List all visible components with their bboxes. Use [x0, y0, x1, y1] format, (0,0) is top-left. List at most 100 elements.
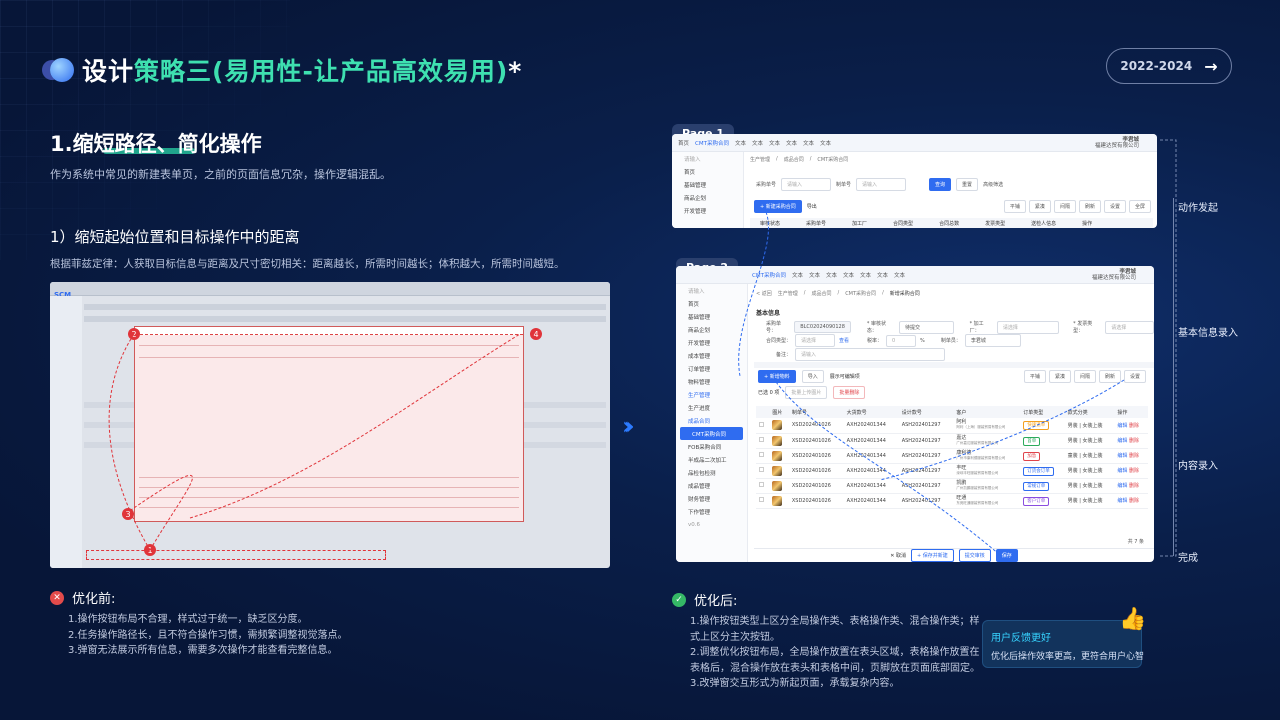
tab-cmt[interactable]: CMT采购合同 [752, 272, 786, 279]
sidebar-item[interactable]: 物料管理 [688, 379, 711, 386]
edit-link[interactable]: 编辑 [1117, 453, 1128, 459]
tab[interactable]: 文本 [769, 140, 781, 147]
cancel-button[interactable]: ✕ 取消 [890, 553, 906, 559]
tab-cmt[interactable]: CMT采购合同 [695, 140, 729, 147]
sidebar-item[interactable]: 开发管理 [684, 208, 707, 215]
advanced-filter-button[interactable]: 高级筛选 [983, 182, 1004, 188]
tab[interactable]: 文本 [734, 140, 746, 147]
edit-link[interactable]: 编辑 [1117, 498, 1128, 504]
invoice-select[interactable]: 请选择 [1105, 320, 1154, 334]
contract-type-select[interactable]: 请选择 [795, 334, 836, 347]
order-no-input[interactable]: 请输入 [781, 178, 832, 191]
delete-link[interactable]: 删除 [1128, 483, 1139, 489]
add-material-button[interactable]: + 新增物料 [758, 370, 796, 383]
tool-refresh[interactable]: 刷新 [1098, 370, 1121, 383]
tool-compact[interactable]: 紧凑 [1028, 200, 1051, 213]
sidebar-item[interactable]: 基础管理 [684, 182, 707, 189]
audit-status-field[interactable]: 待提交 [899, 320, 954, 334]
back-button[interactable]: < 返回 [756, 291, 772, 297]
sidebar-item[interactable]: 基础管理 [688, 314, 711, 321]
tab[interactable]: 文本 [894, 272, 906, 279]
sidebar-item[interactable]: 财务管理 [688, 496, 711, 503]
sidebar-item[interactable]: 生产进度 [688, 405, 711, 412]
tool-gap[interactable]: 间隔 [1073, 370, 1096, 383]
delete-link[interactable]: 删除 [1128, 438, 1139, 444]
tool-refresh[interactable]: 刷新 [1078, 200, 1101, 213]
tool-tile[interactable]: 平铺 [1023, 370, 1046, 383]
sidebar-item[interactable]: 生产管理 [688, 392, 711, 399]
user-name: 李君城 [1119, 268, 1136, 275]
import-button[interactable]: 导入 [801, 370, 824, 383]
path-arrows [108, 333, 521, 551]
tab[interactable]: 文本 [808, 272, 820, 279]
delete-link[interactable]: 删除 [1128, 498, 1139, 504]
query-button[interactable]: 查询 [929, 178, 952, 191]
sidebar-item[interactable]: FOB采购合同 [688, 444, 722, 451]
sidebar-item[interactable]: 成品管理 [688, 483, 711, 490]
batch-delete-button[interactable]: 批量删除 [833, 386, 866, 399]
sidebar-item[interactable]: 商品企划 [688, 327, 711, 334]
row-checkbox[interactable] [756, 418, 770, 434]
tab[interactable]: 文本 [820, 140, 832, 147]
sidebar-search[interactable]: 请输入 [684, 156, 701, 163]
sidebar-item[interactable]: 半成品二次加工 [688, 457, 727, 464]
row-checkbox[interactable] [756, 478, 770, 494]
sidebar-item[interactable]: 首页 [684, 169, 696, 176]
edit-link[interactable]: 编辑 [1117, 483, 1128, 489]
factory-select[interactable]: 请选择 [996, 320, 1060, 334]
batch-upload-button[interactable]: 批量上传图片 [785, 386, 828, 399]
old-sidebar [50, 296, 82, 568]
user-company: 福建达贸有限公司 [1091, 274, 1136, 281]
sidebar-item[interactable]: 下作管理 [688, 509, 711, 516]
tab[interactable]: 文本 [786, 140, 798, 147]
title-bullet-icon [50, 58, 74, 82]
edit-link[interactable]: 编辑 [1117, 422, 1128, 429]
submit-audit-button[interactable]: 提交审核 [958, 549, 991, 562]
delete-link[interactable]: 删除 [1128, 422, 1139, 429]
tool-compact[interactable]: 紧凑 [1048, 370, 1071, 383]
tab[interactable]: 文本 [791, 272, 803, 279]
new-contract-button[interactable]: + 新建采购合同 [754, 200, 802, 213]
row-checkbox[interactable] [756, 493, 770, 509]
sidebar-item[interactable]: 订单管理 [688, 366, 711, 373]
tool-gap[interactable]: 间隔 [1053, 200, 1076, 213]
reset-button[interactable]: 重置 [956, 178, 979, 191]
tab[interactable]: 文本 [877, 272, 889, 279]
sidebar-item-active[interactable]: CMT采购合同 [680, 427, 743, 440]
tax-input[interactable]: 0 [886, 334, 917, 347]
sidebar-item[interactable]: 首页 [688, 301, 700, 308]
view-link[interactable]: 查看 [839, 338, 850, 344]
make-no-input[interactable]: 请输入 [856, 178, 907, 191]
tab[interactable]: 文本 [751, 140, 763, 147]
tab[interactable]: 文本 [803, 140, 815, 147]
sidebar-item[interactable]: 品检包检测 [688, 470, 716, 477]
remark-input[interactable]: 请输入 [795, 348, 946, 361]
tool-settings[interactable]: 设置 [1123, 370, 1146, 383]
tab[interactable]: 文本 [825, 272, 837, 279]
tool-settings[interactable]: 设置 [1103, 200, 1126, 213]
export-button[interactable]: 导出 [806, 204, 817, 210]
row-checkbox[interactable] [756, 448, 770, 464]
delete-link[interactable]: 删除 [1128, 468, 1139, 474]
page1-table-tools: 平铺 紧凑 间隔 刷新 设置 全屏 [1003, 200, 1151, 213]
row-checkbox[interactable] [756, 463, 770, 479]
tab-home[interactable]: 首页 [678, 140, 690, 147]
tab[interactable]: 文本 [843, 272, 855, 279]
sidebar-item[interactable]: 成本管理 [688, 353, 711, 360]
delete-link[interactable]: 删除 [1128, 453, 1139, 459]
show-editable-toggle[interactable]: 展示可编辑项 [829, 374, 860, 380]
sidebar-search[interactable]: 请输入 [688, 288, 705, 295]
save-button[interactable]: 保存 [995, 549, 1018, 562]
arrow-right-icon: → [1204, 56, 1218, 76]
row-checkbox[interactable] [756, 433, 770, 449]
edit-link[interactable]: 编辑 [1117, 438, 1128, 444]
sidebar-item[interactable]: 成品合同 [688, 418, 711, 425]
tool-tile[interactable]: 平铺 [1003, 200, 1026, 213]
edit-link[interactable]: 编辑 [1117, 468, 1128, 474]
sidebar-item[interactable]: 开发管理 [688, 340, 711, 347]
sidebar-item[interactable]: 商品企划 [684, 195, 707, 202]
tool-fullscreen[interactable]: 全屏 [1128, 200, 1151, 213]
tab[interactable]: 文本 [860, 272, 872, 279]
save-new-button[interactable]: + 保存并新建 [910, 549, 954, 562]
year-pill[interactable]: 2022-2024→ [1106, 48, 1232, 84]
